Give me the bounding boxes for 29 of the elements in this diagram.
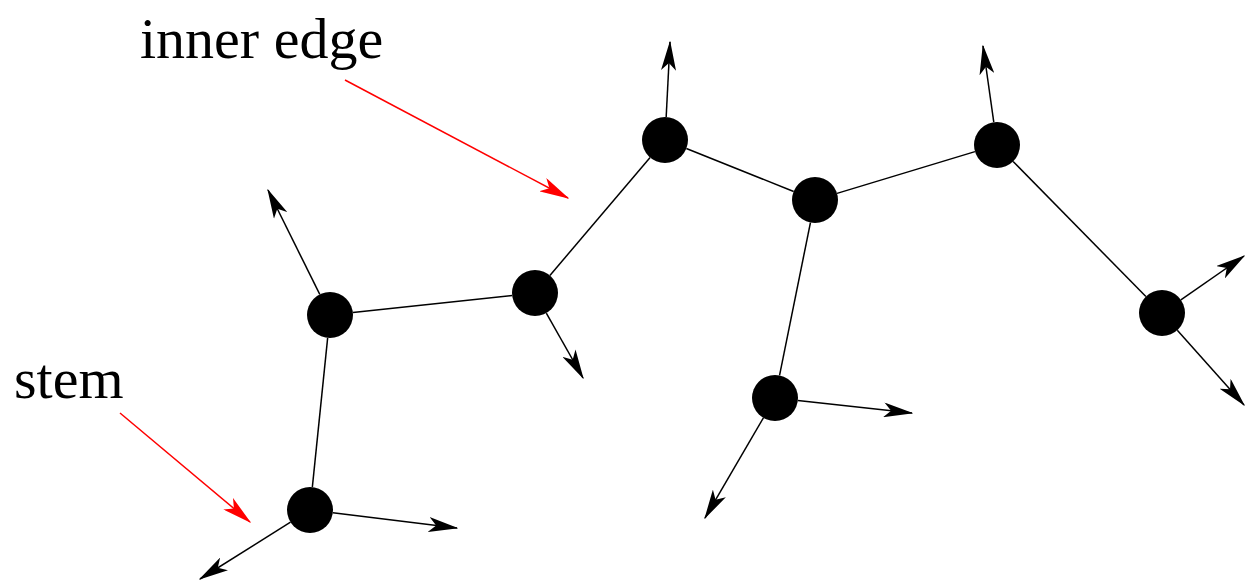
vertex-dot [307, 292, 353, 338]
leader-line [119, 412, 252, 523]
stem-arrow [661, 40, 677, 118]
stem-arrow [704, 417, 765, 520]
vertex-dot [642, 117, 688, 163]
vertex-dot [974, 122, 1020, 168]
stem-arrow [1176, 329, 1245, 407]
annotation-label: stem [14, 346, 124, 412]
stem-arrow [797, 399, 914, 418]
stem-arrow [332, 512, 459, 532]
vertex-dot [512, 270, 558, 316]
stem-arrow [979, 44, 995, 123]
edge-line [836, 150, 976, 195]
stem-arrow [267, 188, 321, 296]
stem-arrow [198, 521, 292, 580]
edge-line [352, 294, 513, 314]
annotation-label: inner edge [140, 6, 384, 72]
stem-arrow [1180, 255, 1246, 301]
stem-arrow [545, 312, 584, 380]
edge-line [778, 221, 812, 377]
edge-line [1012, 160, 1147, 298]
vertex-dot [752, 375, 798, 421]
vertex-dot [1139, 290, 1185, 336]
leader-line [344, 79, 570, 199]
vertex-dot [287, 487, 333, 533]
edge-line [311, 337, 329, 488]
vertex-dot [792, 177, 838, 223]
edge-line [549, 156, 651, 277]
edge-line [685, 147, 795, 193]
